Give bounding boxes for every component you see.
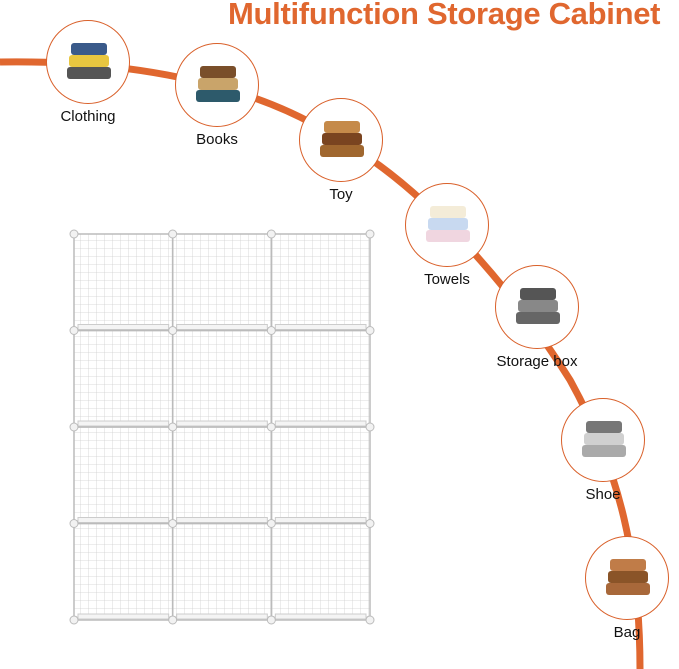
category-label: Clothing bbox=[60, 108, 116, 125]
connector bbox=[266, 229, 276, 239]
connector bbox=[365, 229, 375, 239]
cabinet-cube bbox=[171, 522, 273, 621]
cabinet-cube bbox=[270, 426, 371, 525]
cabinet-cube bbox=[73, 329, 174, 428]
books-icon bbox=[175, 43, 259, 127]
storage-box-icon bbox=[495, 265, 579, 349]
cabinet-cube bbox=[171, 426, 273, 525]
category-label: Towels bbox=[424, 271, 470, 288]
cabinet-shelf bbox=[176, 517, 268, 523]
shoe-icon bbox=[561, 398, 645, 482]
cabinet-shelf bbox=[176, 613, 268, 620]
category-label: Bag bbox=[613, 624, 641, 641]
connector bbox=[69, 519, 79, 528]
connector bbox=[69, 615, 79, 625]
connector bbox=[365, 615, 375, 625]
cabinet-cube bbox=[270, 329, 371, 428]
bag-icon bbox=[585, 536, 669, 620]
cabinet-cube bbox=[73, 426, 174, 525]
connector bbox=[69, 326, 79, 335]
cabinet-shelf bbox=[77, 613, 170, 620]
connector bbox=[168, 615, 178, 625]
category-label: Books bbox=[196, 131, 238, 148]
teddy-bear-icon bbox=[299, 98, 383, 182]
cabinet-shelf bbox=[77, 517, 170, 523]
cabinet-cube bbox=[171, 329, 273, 428]
cabinet-cube bbox=[270, 522, 371, 621]
cabinet-shelf bbox=[274, 420, 367, 427]
connector bbox=[168, 326, 178, 335]
cabinet-cube bbox=[73, 522, 174, 621]
category-label: Shoe bbox=[585, 486, 621, 503]
cabinet-shelf bbox=[176, 324, 268, 330]
cabinet-cube bbox=[171, 233, 273, 332]
cabinet-shelf bbox=[77, 324, 170, 330]
connector bbox=[168, 422, 178, 432]
connector bbox=[266, 519, 276, 528]
category-label: Toy bbox=[329, 186, 353, 203]
connector bbox=[168, 519, 178, 528]
title: Multifunction Storage Cabinet bbox=[228, 0, 661, 31]
connector bbox=[365, 519, 375, 528]
connector bbox=[266, 422, 276, 432]
connector bbox=[266, 326, 276, 335]
connector bbox=[69, 422, 79, 432]
cabinet-shelf bbox=[274, 613, 367, 620]
folded-clothes-icon bbox=[46, 20, 130, 104]
connector bbox=[69, 229, 79, 239]
connector bbox=[266, 615, 276, 625]
towels-icon bbox=[405, 183, 489, 267]
category-label: Storage box bbox=[496, 353, 578, 370]
connector bbox=[168, 229, 178, 239]
cabinet-cube bbox=[270, 233, 371, 332]
cabinet-shelf bbox=[77, 420, 170, 427]
connector bbox=[365, 326, 375, 335]
connector bbox=[365, 422, 375, 432]
cabinet-shelf bbox=[274, 324, 367, 330]
cabinet-shelf bbox=[274, 517, 367, 523]
cabinet bbox=[69, 229, 375, 625]
cabinet-cube bbox=[73, 233, 174, 332]
cabinet-shelf bbox=[176, 420, 268, 427]
